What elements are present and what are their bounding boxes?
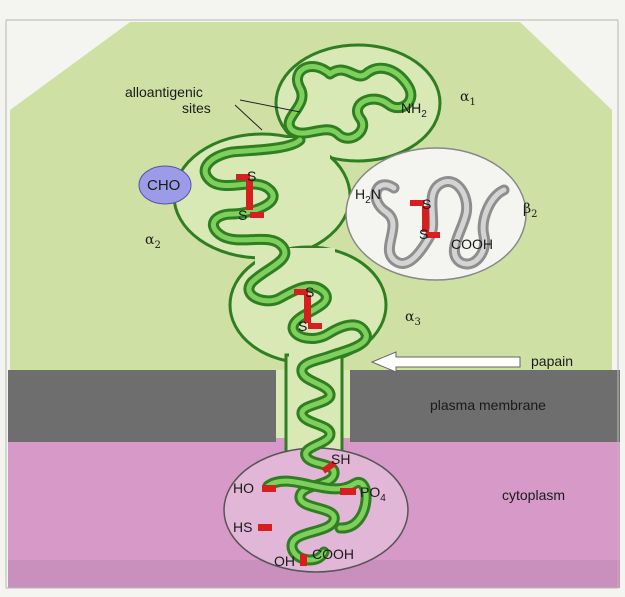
cho-label: CHO — [147, 177, 180, 194]
s-label-alpha2-bot: S — [238, 207, 247, 223]
disulfide-bond-alpha2-bot — [250, 212, 264, 218]
hs-tab — [258, 524, 272, 531]
disulfide-bond-alpha3-bot — [308, 323, 322, 329]
ho-tab — [262, 485, 276, 492]
oh-tab — [300, 554, 307, 566]
s-label-alpha2-top: S — [247, 168, 256, 184]
po4-tab — [340, 488, 356, 495]
hs-label: HS — [233, 519, 252, 535]
oh-label: OH — [274, 553, 295, 569]
domain-join-b — [255, 248, 335, 266]
disulfide-bond-alpha2 — [246, 180, 253, 210]
ho-label: HO — [233, 480, 254, 496]
alloantigenic-label-line1: alloantigenic — [125, 84, 203, 100]
alloantigenic-label-line2: sites — [182, 100, 211, 116]
cytoplasm-label: cytoplasm — [502, 487, 565, 503]
plasma-membrane-left — [8, 370, 276, 442]
s-label-beta2-top: S — [422, 196, 431, 212]
s-label-alpha3-top: S — [305, 284, 314, 300]
s-label-beta2-bot: S — [419, 226, 428, 242]
sh-label: SH — [331, 451, 350, 467]
papain-label: papain — [531, 353, 573, 369]
s-label-alpha3-bot: S — [298, 318, 307, 334]
tail-cooh-label: COOH — [312, 546, 354, 562]
plasma-membrane-label: plasma membrane — [430, 397, 546, 413]
beta2-cooh-label: COOH — [451, 236, 493, 252]
